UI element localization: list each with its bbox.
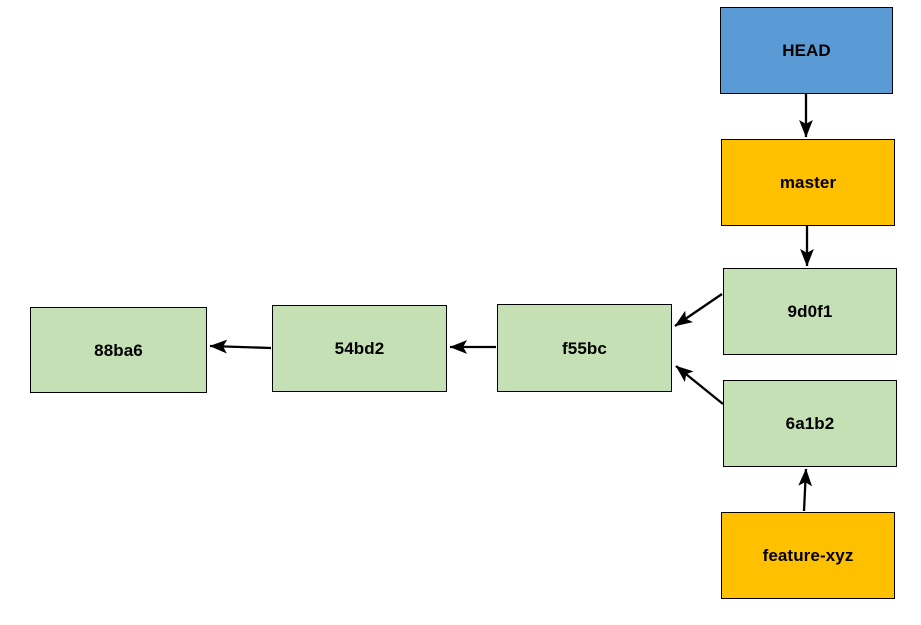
node-head-label: HEAD — [782, 41, 831, 60]
node-master[interactable]: master — [721, 139, 895, 226]
node-commit-9d0f1[interactable]: 9d0f1 — [723, 268, 897, 355]
edge-featurexyz-to-6a1b2 — [798, 468, 813, 512]
node-commit-88ba6[interactable]: 88ba6 — [30, 307, 207, 393]
node-commit-88ba6-label: 88ba6 — [94, 340, 143, 360]
node-head[interactable]: HEAD — [720, 7, 893, 94]
edge-54bd2-to-88ba6 — [209, 339, 272, 354]
node-commit-6a1b2[interactable]: 6a1b2 — [723, 380, 897, 467]
node-commit-54bd2-label: 54bd2 — [334, 339, 385, 358]
node-feature-xyz-label: feature-xyz — [762, 546, 854, 565]
node-feature-xyz[interactable]: feature-xyz — [721, 512, 895, 599]
node-commit-9d0f1-label: 9d0f1 — [787, 302, 833, 321]
node-commit-54bd2[interactable]: 54bd2 — [272, 305, 447, 392]
node-commit-f55bc[interactable]: f55bc — [497, 304, 672, 392]
node-commit-6a1b2-label: 6a1b2 — [785, 414, 835, 433]
edge-9d0f1-to-f55bc — [674, 293, 723, 327]
node-master-label: master — [779, 173, 837, 192]
edge-6a1b2-to-f55bc — [675, 365, 724, 405]
node-commit-f55bc-label: f55bc — [562, 338, 607, 358]
